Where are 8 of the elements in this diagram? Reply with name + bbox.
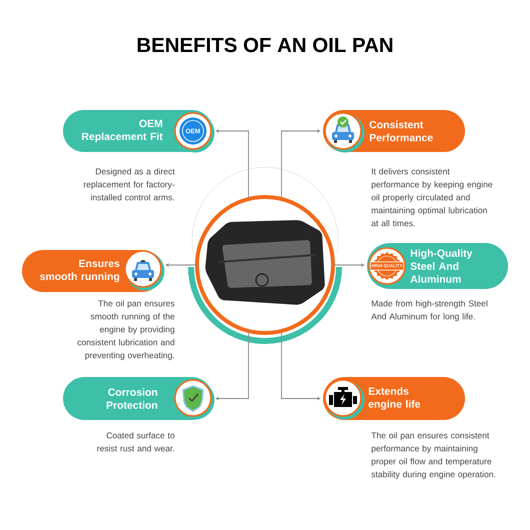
description-text: The oil pan ensures consistent performance by maintaining proper oil flow and temperature stability during engine operation.: [371, 432, 496, 480]
oil-pan-picture: [188, 167, 342, 344]
description-text: The oil pan ensures smooth running of the engine by providing consistent lubrication and preventing overheating.: [78, 300, 174, 360]
description-text: Designed as a direct replacement for factory-installed control arms.: [84, 168, 175, 200]
title: BENEFITS OF AN OIL PAN: [138, 38, 392, 52]
description-text: Coated surface to resist rust and wear.: [97, 432, 174, 452]
description-text: Made from high-strength Steel And Aluminum for long life.: [371, 300, 488, 322]
description-text: It delivers consistent performance by keeping engine oil properly circulated and maintaining optimal lubrication at all times.: [372, 168, 492, 226]
